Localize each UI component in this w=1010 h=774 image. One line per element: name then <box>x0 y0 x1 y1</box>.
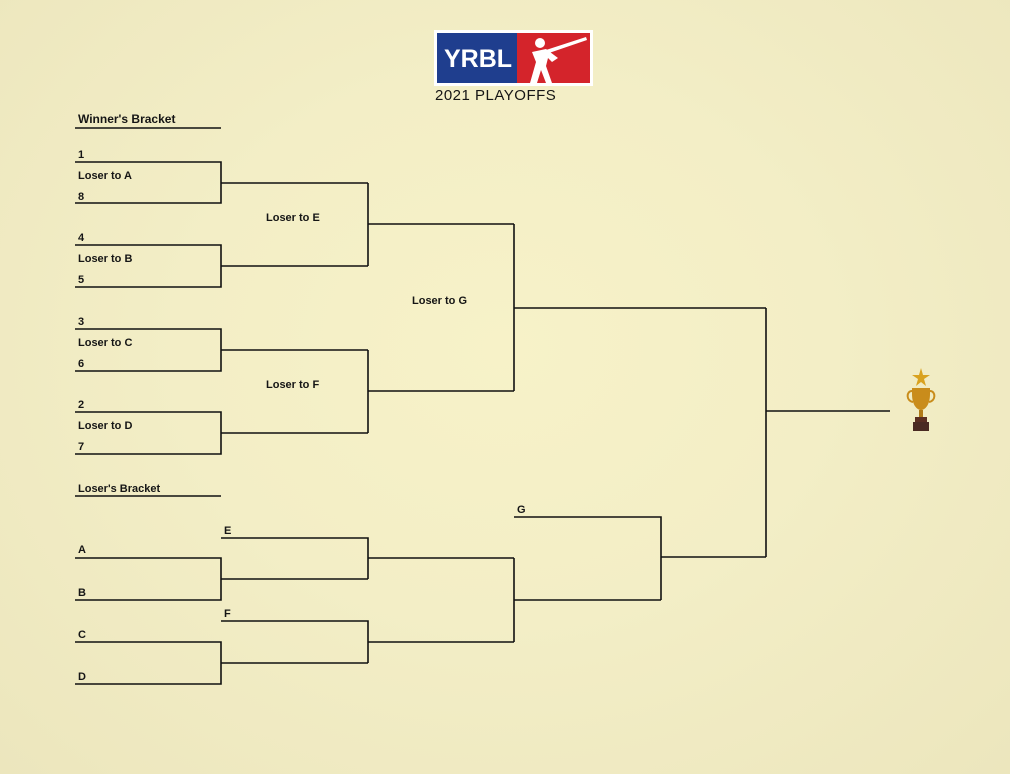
wb-game-d: Loser to D <box>78 420 132 432</box>
lb-match-e-lines <box>221 537 514 579</box>
winners-bracket-title: Winner's Bracket <box>78 112 175 126</box>
lb-match-f-lines <box>221 620 514 663</box>
championship-lines <box>765 308 890 557</box>
wb-match-f-lines <box>367 350 514 433</box>
wb-seed-8: 8 <box>78 191 84 203</box>
wb-game-g: Loser to G <box>412 295 467 307</box>
batter-silhouette-icon <box>530 37 587 83</box>
lb-team-g: G <box>517 504 526 516</box>
wb-game-f: Loser to F <box>266 379 319 391</box>
wb-seed-2: 2 <box>78 399 84 411</box>
logo-subtitle: 2021 PLAYOFFS <box>435 87 556 104</box>
lb-final-lines <box>514 516 766 600</box>
wb-seed-5: 5 <box>78 274 84 286</box>
wb-game-e: Loser to E <box>266 212 320 224</box>
lb-team-a: A <box>78 544 86 556</box>
wb-match-a-lines <box>75 161 368 204</box>
wb-match-d-lines <box>75 411 368 455</box>
lb-match-cd-lines <box>75 641 368 685</box>
winners-round1: 1 Loser to A 8 4 Loser to B 5 3 Loser to… <box>75 149 368 455</box>
wb-game-a: Loser to A <box>78 170 132 182</box>
trophy-icon <box>906 368 936 431</box>
wb-seed-3: 3 <box>78 316 84 328</box>
lb-team-d: D <box>78 671 86 683</box>
winners-round3: Loser to G <box>412 224 766 391</box>
wb-match-b-lines <box>75 244 368 288</box>
wb-seed-4: 4 <box>78 232 85 244</box>
lb-team-b: B <box>78 587 86 599</box>
wb-match-c-lines <box>75 328 368 372</box>
wb-match-g-lines <box>513 224 766 391</box>
lb-semifinal-lines <box>513 558 661 642</box>
lb-team-c: C <box>78 629 86 641</box>
yrbl-logo: YRBL 2021 PLAYOFFS <box>434 30 593 104</box>
logo-text: YRBL <box>444 45 512 73</box>
losers-round3: G <box>513 504 766 642</box>
lb-match-ab-lines <box>75 557 368 601</box>
winners-round2: Loser to E Loser to F <box>266 183 514 433</box>
wb-seed-7: 7 <box>78 441 84 453</box>
wb-match-e-lines <box>367 183 514 266</box>
losers-round2: E F <box>221 525 514 663</box>
losers-round1: A B C D <box>75 544 368 685</box>
wb-seed-6: 6 <box>78 358 84 370</box>
wb-game-c: Loser to C <box>78 337 132 349</box>
wb-seed-1: 1 <box>78 149 84 161</box>
wb-game-b: Loser to B <box>78 253 132 265</box>
lb-team-f: F <box>224 608 231 620</box>
lb-team-e: E <box>224 525 231 537</box>
losers-bracket-title: Loser's Bracket <box>78 483 160 495</box>
